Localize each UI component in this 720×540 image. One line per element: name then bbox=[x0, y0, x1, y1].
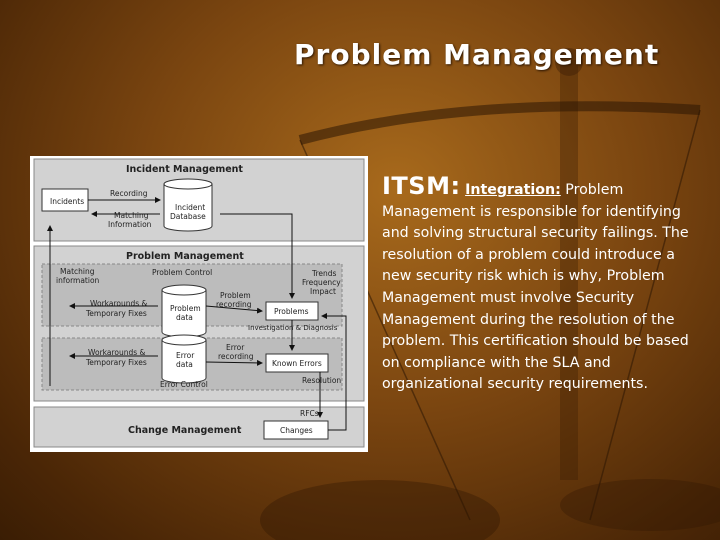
known-errors-box bbox=[265, 353, 329, 373]
problem-data-cylinder bbox=[161, 284, 207, 338]
error-recording-label-2: recording bbox=[218, 352, 254, 361]
error-data-label-1: Error bbox=[176, 351, 195, 360]
problem-data-label-1: Problem bbox=[170, 304, 201, 313]
error-data-cylinder bbox=[161, 334, 207, 384]
pm-matching-label-1: Matching bbox=[60, 267, 95, 276]
paragraph-body: Problem Management is responsible for id… bbox=[382, 182, 689, 393]
workarounds-label-2b: Temporary Fixes bbox=[85, 358, 147, 367]
incident-management-title: Incident Management bbox=[126, 164, 243, 175]
problem-data-label-2: data bbox=[176, 313, 193, 322]
rfcs-label: RFCs bbox=[300, 409, 319, 418]
arrow-incident-to-problems bbox=[220, 213, 295, 299]
workarounds-label-2a: Workarounds & bbox=[88, 348, 146, 357]
incident-database-label-2: Database bbox=[170, 212, 206, 221]
error-data-label-2: data bbox=[176, 360, 193, 369]
arrow-changes-feedback bbox=[321, 313, 347, 431]
diagram-svg: Incident Management Incidents Recording … bbox=[33, 158, 365, 448]
known-errors-label: Known Errors bbox=[272, 359, 322, 368]
change-management-title: Change Management bbox=[128, 425, 242, 436]
itsm-process-diagram: Incident Management Incidents Recording … bbox=[30, 156, 368, 452]
arrow-error-recording bbox=[205, 359, 263, 366]
investigation-label: Investigation & Diagnosis bbox=[248, 324, 338, 332]
workarounds-label-1b: Temporary Fixes bbox=[85, 309, 147, 318]
problem-recording-label-2: recording bbox=[216, 300, 252, 309]
workarounds-label-1a: Workarounds & bbox=[90, 299, 148, 308]
pm-matching-label-2: information bbox=[56, 276, 100, 285]
trends-label-1: Trends bbox=[311, 269, 337, 278]
slide-title: Problem Management bbox=[294, 38, 660, 71]
integration-label: Integration: bbox=[465, 182, 561, 198]
error-recording-label-1: Error bbox=[226, 343, 245, 352]
incident-database-label-1: Incident bbox=[175, 203, 205, 212]
problems-label: Problems bbox=[274, 307, 309, 316]
problem-recording-label-1: Problem bbox=[220, 291, 251, 300]
problem-management-title: Problem Management bbox=[126, 251, 244, 262]
changes-label: Changes bbox=[280, 426, 313, 435]
problem-control-label: Problem Control bbox=[152, 268, 212, 277]
recording-label: Recording bbox=[110, 189, 148, 198]
itsm-paragraph: ITSM: Integration: Problem Management is… bbox=[382, 174, 694, 396]
incident-database-cylinder bbox=[163, 178, 213, 232]
error-control-label: Error Control bbox=[160, 380, 208, 389]
matching-information-label-1: Matching bbox=[114, 211, 149, 220]
resolution-label: Resolution bbox=[302, 376, 341, 385]
arrow-problem-recording bbox=[205, 305, 263, 314]
trends-label-3: Impact bbox=[310, 287, 336, 296]
trends-label-2: Frequency bbox=[302, 278, 341, 287]
itsm-label: ITSM: bbox=[382, 172, 461, 200]
matching-information-label-2: Information bbox=[108, 220, 152, 229]
incidents-label: Incidents bbox=[50, 197, 84, 206]
